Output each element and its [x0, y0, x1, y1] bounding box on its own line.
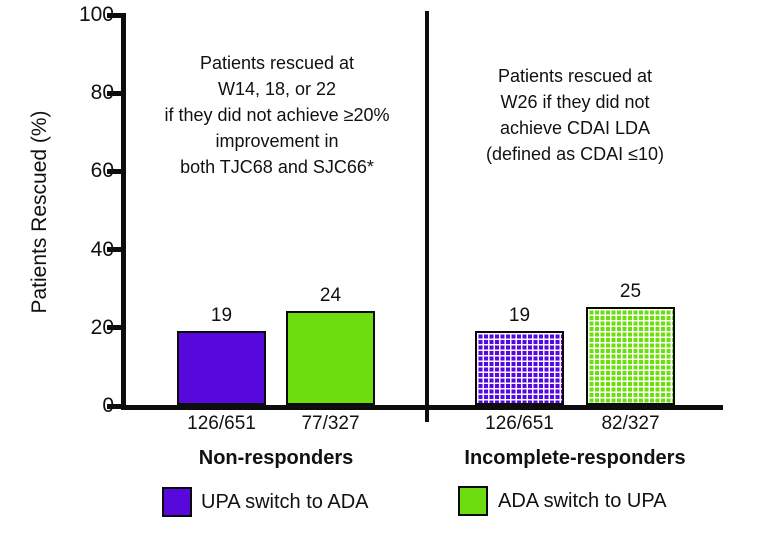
y-tick-mark — [107, 325, 122, 331]
bar-value-label: 19 — [508, 304, 531, 326]
y-tick-mark — [107, 90, 122, 96]
bar-value-label: 24 — [319, 285, 342, 307]
bar-nonresp-upa-to-ada — [177, 330, 266, 405]
annotation-non-responders: Patients rescued at W14, 18, or 22 if th… — [164, 53, 390, 177]
x-axis-line — [121, 405, 723, 410]
bar-ratio-label: 126/651 — [485, 413, 554, 434]
y-axis-title: Patients Rescued (%) — [28, 110, 51, 314]
bar-incompl-ada-to-upa — [586, 307, 675, 405]
legend-label-upa-to-ada: UPA switch to ADA — [201, 491, 369, 513]
y-tick-label: 80 — [90, 81, 114, 105]
bar-incompl-upa-to-ada — [475, 330, 564, 405]
y-tick-mark — [107, 247, 122, 253]
bar-nonresp-ada-to-upa — [286, 311, 375, 405]
group-divider-line — [425, 11, 429, 422]
bar-ratio-label: 82/327 — [601, 413, 660, 434]
y-tick-mark — [107, 168, 122, 174]
legend-swatch-upa-to-ada — [162, 487, 192, 517]
y-tick-mark — [107, 403, 122, 409]
y-tick-mark — [107, 12, 122, 18]
y-axis-line — [121, 13, 126, 410]
y-tick-label: 0 — [102, 394, 114, 417]
bar-value-label: 25 — [619, 281, 642, 303]
bar-ratio-label: 77/327 — [301, 413, 360, 434]
legend-label-ada-to-upa: ADA switch to UPA — [498, 490, 667, 512]
y-tick-label: 60 — [90, 159, 114, 183]
y-tick-label: 40 — [90, 237, 114, 261]
y-tick-label: 20 — [90, 315, 114, 339]
group-label-non-responders: Non-responders — [198, 447, 354, 469]
legend-swatch-ada-to-upa — [458, 486, 488, 516]
annotation-incomplete-responders: Patients rescued at W26 if they did not … — [486, 66, 664, 164]
y-tick-label: 100 — [78, 3, 114, 26]
bar-value-label: 19 — [210, 304, 233, 326]
bar-ratio-label: 126/651 — [187, 413, 256, 434]
group-label-incomplete-responders: Incomplete-responders — [464, 447, 686, 469]
